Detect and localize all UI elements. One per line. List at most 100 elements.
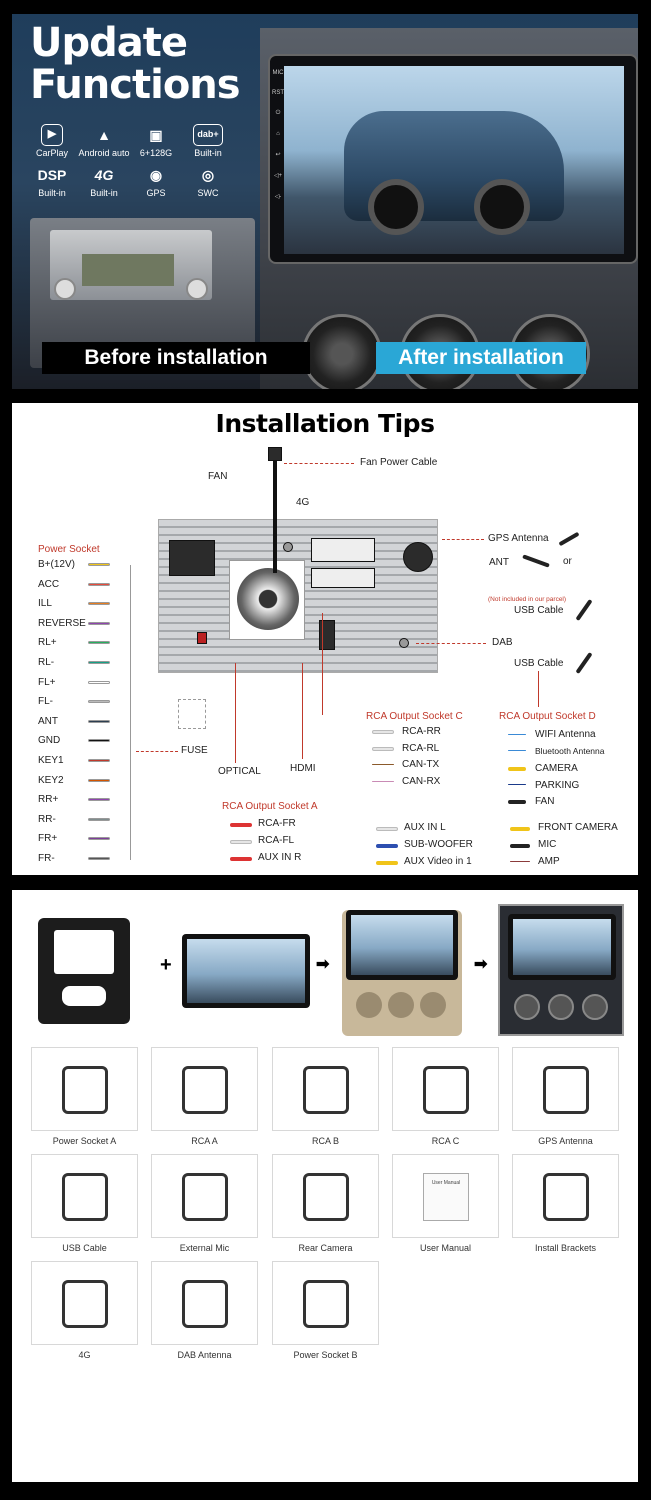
power-pin-label: FL- bbox=[38, 696, 53, 708]
camera-plug bbox=[508, 767, 526, 771]
final-knob-1 bbox=[514, 994, 540, 1020]
accessory-shape bbox=[423, 1066, 469, 1114]
final-tablet bbox=[508, 914, 616, 980]
rca-c-title: RCA Output Socket C bbox=[366, 711, 463, 722]
feature-label: GPS bbox=[146, 188, 166, 198]
fan-power-cable-wire bbox=[273, 453, 277, 573]
4g-label: 4G bbox=[296, 497, 310, 508]
gps-icon: ◉ bbox=[149, 167, 163, 183]
final-knob-3 bbox=[582, 994, 608, 1020]
accessory-shape bbox=[303, 1066, 349, 1114]
optical-leader bbox=[235, 663, 236, 763]
power-pin-wire bbox=[88, 719, 110, 723]
feature-swc: ◎ SWC bbox=[182, 164, 234, 198]
fan-power-cable-label: Fan Power Cable bbox=[360, 457, 438, 468]
power-pin-wire bbox=[88, 582, 110, 586]
aux-in-r-plug bbox=[230, 857, 252, 861]
mic-label: MIC bbox=[538, 839, 557, 850]
silver-dash-image bbox=[342, 910, 462, 1036]
accessory-image bbox=[151, 1261, 258, 1345]
fan-plug bbox=[508, 800, 526, 804]
can-tx-label: CAN-TX bbox=[402, 759, 440, 770]
installation-tips-title: Installation Tips bbox=[215, 409, 435, 438]
accessory-caption: Power Socket A bbox=[52, 1136, 117, 1146]
accessory-caption: DAB Antenna bbox=[177, 1350, 232, 1360]
power-pin-wire bbox=[88, 778, 110, 782]
wifi-antenna-label: WIFI Antenna bbox=[535, 729, 596, 740]
power-socket-connector bbox=[169, 540, 215, 576]
accessory-item: GPS Antenna bbox=[512, 1047, 619, 1146]
accessory-image bbox=[151, 1047, 258, 1131]
accessory-shape bbox=[62, 1280, 108, 1328]
final-knob-2 bbox=[548, 994, 574, 1020]
power-pin-label: RR+ bbox=[38, 794, 59, 806]
knob-2 bbox=[388, 992, 414, 1018]
fan-power-plug bbox=[268, 447, 282, 461]
accessory-image bbox=[31, 1154, 138, 1238]
feature-label: SWC bbox=[197, 188, 219, 198]
ant-cable-icon bbox=[522, 554, 550, 568]
socket-d-connector bbox=[311, 568, 375, 588]
power-pin-wire bbox=[88, 621, 110, 625]
accessory-caption: External Mic bbox=[179, 1243, 230, 1253]
final-dash-image bbox=[498, 904, 624, 1036]
aux-in-r-label: AUX IN R bbox=[258, 852, 302, 863]
power-pin-label: B+(12V) bbox=[38, 559, 75, 570]
final-tablet-screen bbox=[513, 919, 611, 975]
accessory-caption: USB Cable bbox=[62, 1243, 107, 1253]
feature-label: 6+128G bbox=[139, 148, 173, 158]
gps-antenna-icon bbox=[558, 531, 580, 547]
accessory-caption: Install Brackets bbox=[534, 1243, 597, 1253]
feature-memory: ▣ 6+128G bbox=[130, 124, 182, 158]
power-pin-label: FR- bbox=[38, 853, 55, 864]
accessory-item: External Mic bbox=[151, 1154, 258, 1253]
aux-in-l-plug bbox=[376, 827, 398, 831]
accessory-image bbox=[272, 1261, 379, 1345]
accessory-caption: RCA B bbox=[311, 1136, 339, 1146]
aux-in-l-label: AUX IN L bbox=[404, 822, 446, 833]
fan-label: FAN bbox=[208, 471, 228, 482]
plus-icon: + bbox=[160, 954, 172, 976]
accessory-item: RCA A bbox=[151, 1047, 258, 1146]
camera-label: CAMERA bbox=[535, 763, 578, 774]
feature-label: Built-in bbox=[194, 148, 222, 158]
power-pin-wire bbox=[88, 837, 110, 841]
dab-label: DAB bbox=[492, 637, 513, 648]
accessory-image bbox=[31, 1047, 138, 1131]
before-installation-label: Before installation bbox=[42, 342, 310, 374]
power-pin-wire bbox=[88, 563, 110, 566]
power-pin-label: KEY2 bbox=[38, 774, 64, 786]
after-installation-label: After installation bbox=[376, 342, 586, 374]
frame-opening bbox=[54, 930, 114, 974]
fan-power-leader bbox=[284, 463, 354, 464]
accessory-item: Power Socket B bbox=[272, 1261, 379, 1360]
power-icon: ⏻ bbox=[275, 110, 281, 116]
title-line-1: Update bbox=[30, 20, 188, 66]
power-pin-wire bbox=[88, 817, 110, 821]
installed-tablet-screen bbox=[351, 915, 453, 975]
gps-port bbox=[403, 542, 433, 572]
installed-tablet bbox=[346, 910, 458, 980]
accessory-item: Rear Camera bbox=[272, 1154, 379, 1253]
swc-icon: ◎ bbox=[201, 167, 215, 183]
aux-video-label: AUX Video in 1 bbox=[404, 856, 472, 867]
feature-label: Built-in bbox=[38, 188, 66, 198]
accessory-image bbox=[272, 1154, 379, 1238]
power-pin-label: FL+ bbox=[38, 676, 56, 688]
power-pin-label: KEY1 bbox=[38, 755, 64, 766]
power-pin-wire bbox=[88, 857, 110, 860]
accessory-image bbox=[392, 1047, 499, 1131]
bluetooth-antenna-label: Bluetooth Antenna bbox=[535, 746, 605, 756]
usb-cable-2-icon bbox=[575, 652, 593, 674]
accessory-item: 4G bbox=[31, 1261, 138, 1360]
suv-image bbox=[344, 111, 564, 235]
mic-plug bbox=[510, 844, 530, 848]
rca-rr-plug bbox=[372, 730, 394, 734]
fuse-label: FUSE bbox=[181, 745, 208, 756]
accessory-shape bbox=[543, 1173, 589, 1221]
knob-3 bbox=[420, 992, 446, 1018]
feature-label: Android auto bbox=[78, 148, 130, 158]
accessory-shape bbox=[303, 1173, 349, 1221]
accessory-caption: Rear Camera bbox=[298, 1243, 353, 1253]
